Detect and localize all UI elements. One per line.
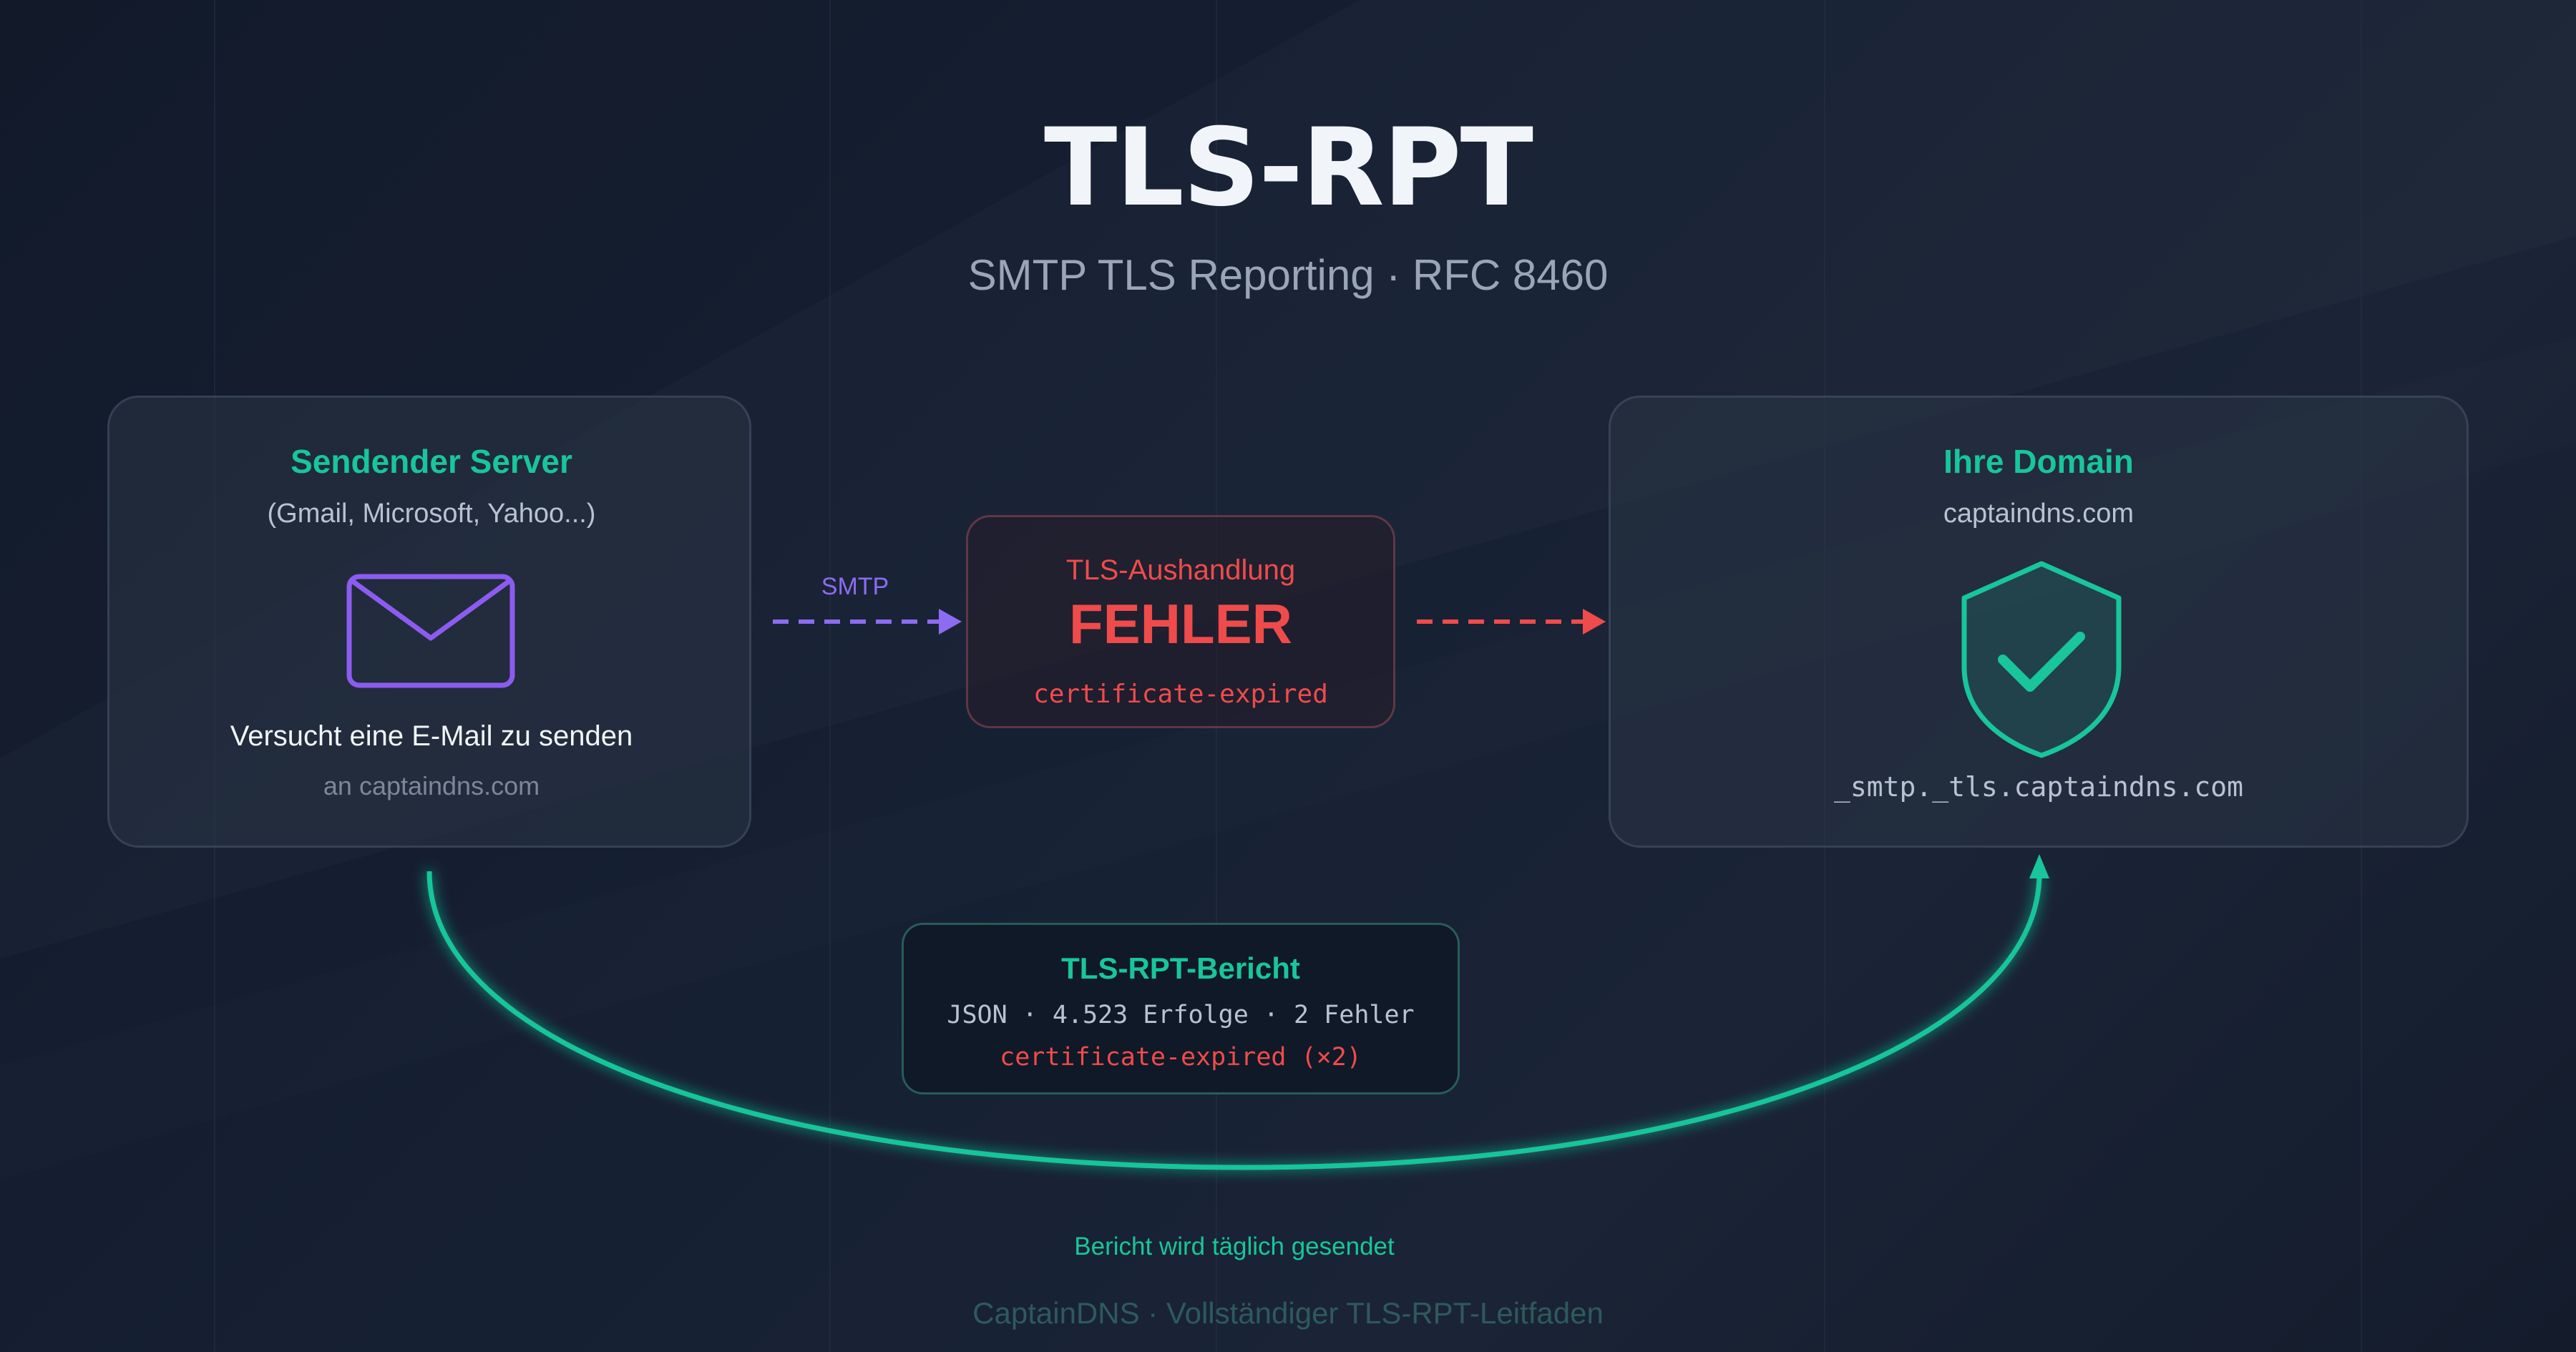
dns-record: _smtp._tls.captaindns.com [1834,771,2243,803]
sender-title: Sendender Server [291,443,572,480]
domain-card: Ihre Domain captaindns.com _smtp._tls.ca… [1609,396,2469,848]
handshake-label: TLS-Aushandlung [1065,554,1296,586]
handshake-card: TLS-Aushandlung FEHLER certificate-expir… [966,515,1395,728]
smtp-arrowhead [939,609,962,635]
sender-target: an captaindns.com [323,771,540,800]
report-failure: certificate-expired (×2) [1000,1043,1362,1072]
sender-action: Versucht eine E-Mail zu senden [230,720,633,752]
page-title: TLS-RPT [1044,106,1533,230]
sender-subtitle: (Gmail, Microsoft, Yahoo...) [267,499,596,529]
report-delivery-note: Bericht wird täglich gesendet [1074,1233,1395,1260]
report-title: TLS-RPT-Bericht [1061,951,1300,985]
page-subtitle: SMTP TLS Reporting · RFC 8460 [967,251,1609,299]
shield-check-icon [1961,561,2122,758]
envelope-icon [346,574,515,688]
failure-arrowhead [1583,609,1606,635]
report-arc [426,871,2042,1170]
domain-name: captaindns.com [1943,499,2135,529]
sender-card: Sendender Server (Gmail, Microsoft, Yaho… [107,396,751,848]
smtp-label: SMTP [821,573,889,600]
report-card: TLS-RPT-Bericht JSON · 4.523 Erfolge · 2… [902,923,1460,1094]
handshake-error-code: certificate-expired [1033,680,1328,709]
report-summary: JSON · 4.523 Erfolge · 2 Fehler [947,1001,1415,1029]
handshake-status: FEHLER [1069,592,1292,655]
footer-credit: CaptainDNS · Vollständiger TLS-RPT-Leitf… [972,1296,1604,1330]
domain-title: Ihre Domain [1943,443,2134,480]
report-arc-arrowhead [2029,854,2049,878]
